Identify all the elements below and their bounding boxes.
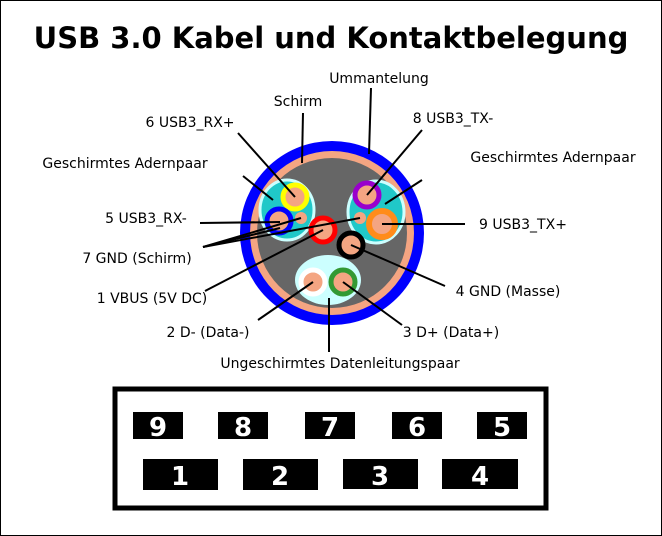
label-vbus: 1 VBUS (5V DC) bbox=[97, 291, 208, 307]
label-shielded-pair-right: Geschirmtes Adernpaar bbox=[470, 150, 635, 166]
label-rx-plus: 6 USB3_RX+ bbox=[145, 115, 234, 131]
pin-7 bbox=[305, 412, 355, 439]
pin-2 bbox=[243, 459, 318, 490]
leader-lines bbox=[199, 87, 465, 352]
label-tx-minus: 8 USB3_TX- bbox=[413, 111, 494, 127]
label-tx-plus: 9 USB3_TX+ bbox=[479, 217, 567, 233]
label-shield: Schirm bbox=[274, 94, 323, 110]
usb-connector: 9 8 7 6 5 1 2 3 4 bbox=[112, 386, 549, 511]
pin-3 bbox=[343, 459, 418, 489]
pin-7-label: 7 bbox=[321, 413, 339, 443]
label-d-plus: 3 D+ (Data+) bbox=[403, 325, 499, 341]
pin-5-label: 5 bbox=[493, 413, 511, 443]
label-shielded-pair-left: Geschirmtes Adernpaar bbox=[42, 156, 207, 172]
page-title: USB 3.0 Kabel und Kontaktbelegung bbox=[34, 21, 629, 55]
pin-2-label: 2 bbox=[271, 462, 289, 492]
label-gnd-drain: 7 GND (Schirm) bbox=[82, 251, 191, 267]
pin-3-label: 3 bbox=[371, 462, 389, 492]
label-unshielded-pair: Ungeschirmtes Datenleitungspaar bbox=[220, 356, 460, 372]
pin-8 bbox=[218, 412, 268, 439]
pin-6 bbox=[392, 412, 442, 439]
pin-8-label: 8 bbox=[234, 413, 252, 443]
label-rx-minus: 5 USB3_RX- bbox=[105, 211, 187, 227]
label-d-minus: 2 D- (Data-) bbox=[166, 325, 249, 341]
label-jacket: Ummantelung bbox=[329, 71, 429, 87]
cable-cross-section bbox=[240, 141, 424, 325]
pin-5 bbox=[477, 412, 527, 439]
pin-4 bbox=[442, 459, 518, 489]
pin-9-label: 9 bbox=[149, 413, 167, 443]
pin-9 bbox=[133, 412, 183, 439]
label-gnd-power: 4 GND (Masse) bbox=[456, 284, 561, 300]
pin-4-label: 4 bbox=[471, 462, 489, 492]
pin-1 bbox=[143, 459, 218, 490]
pin-1-label: 1 bbox=[171, 462, 189, 492]
pin-6-label: 6 bbox=[408, 413, 426, 443]
